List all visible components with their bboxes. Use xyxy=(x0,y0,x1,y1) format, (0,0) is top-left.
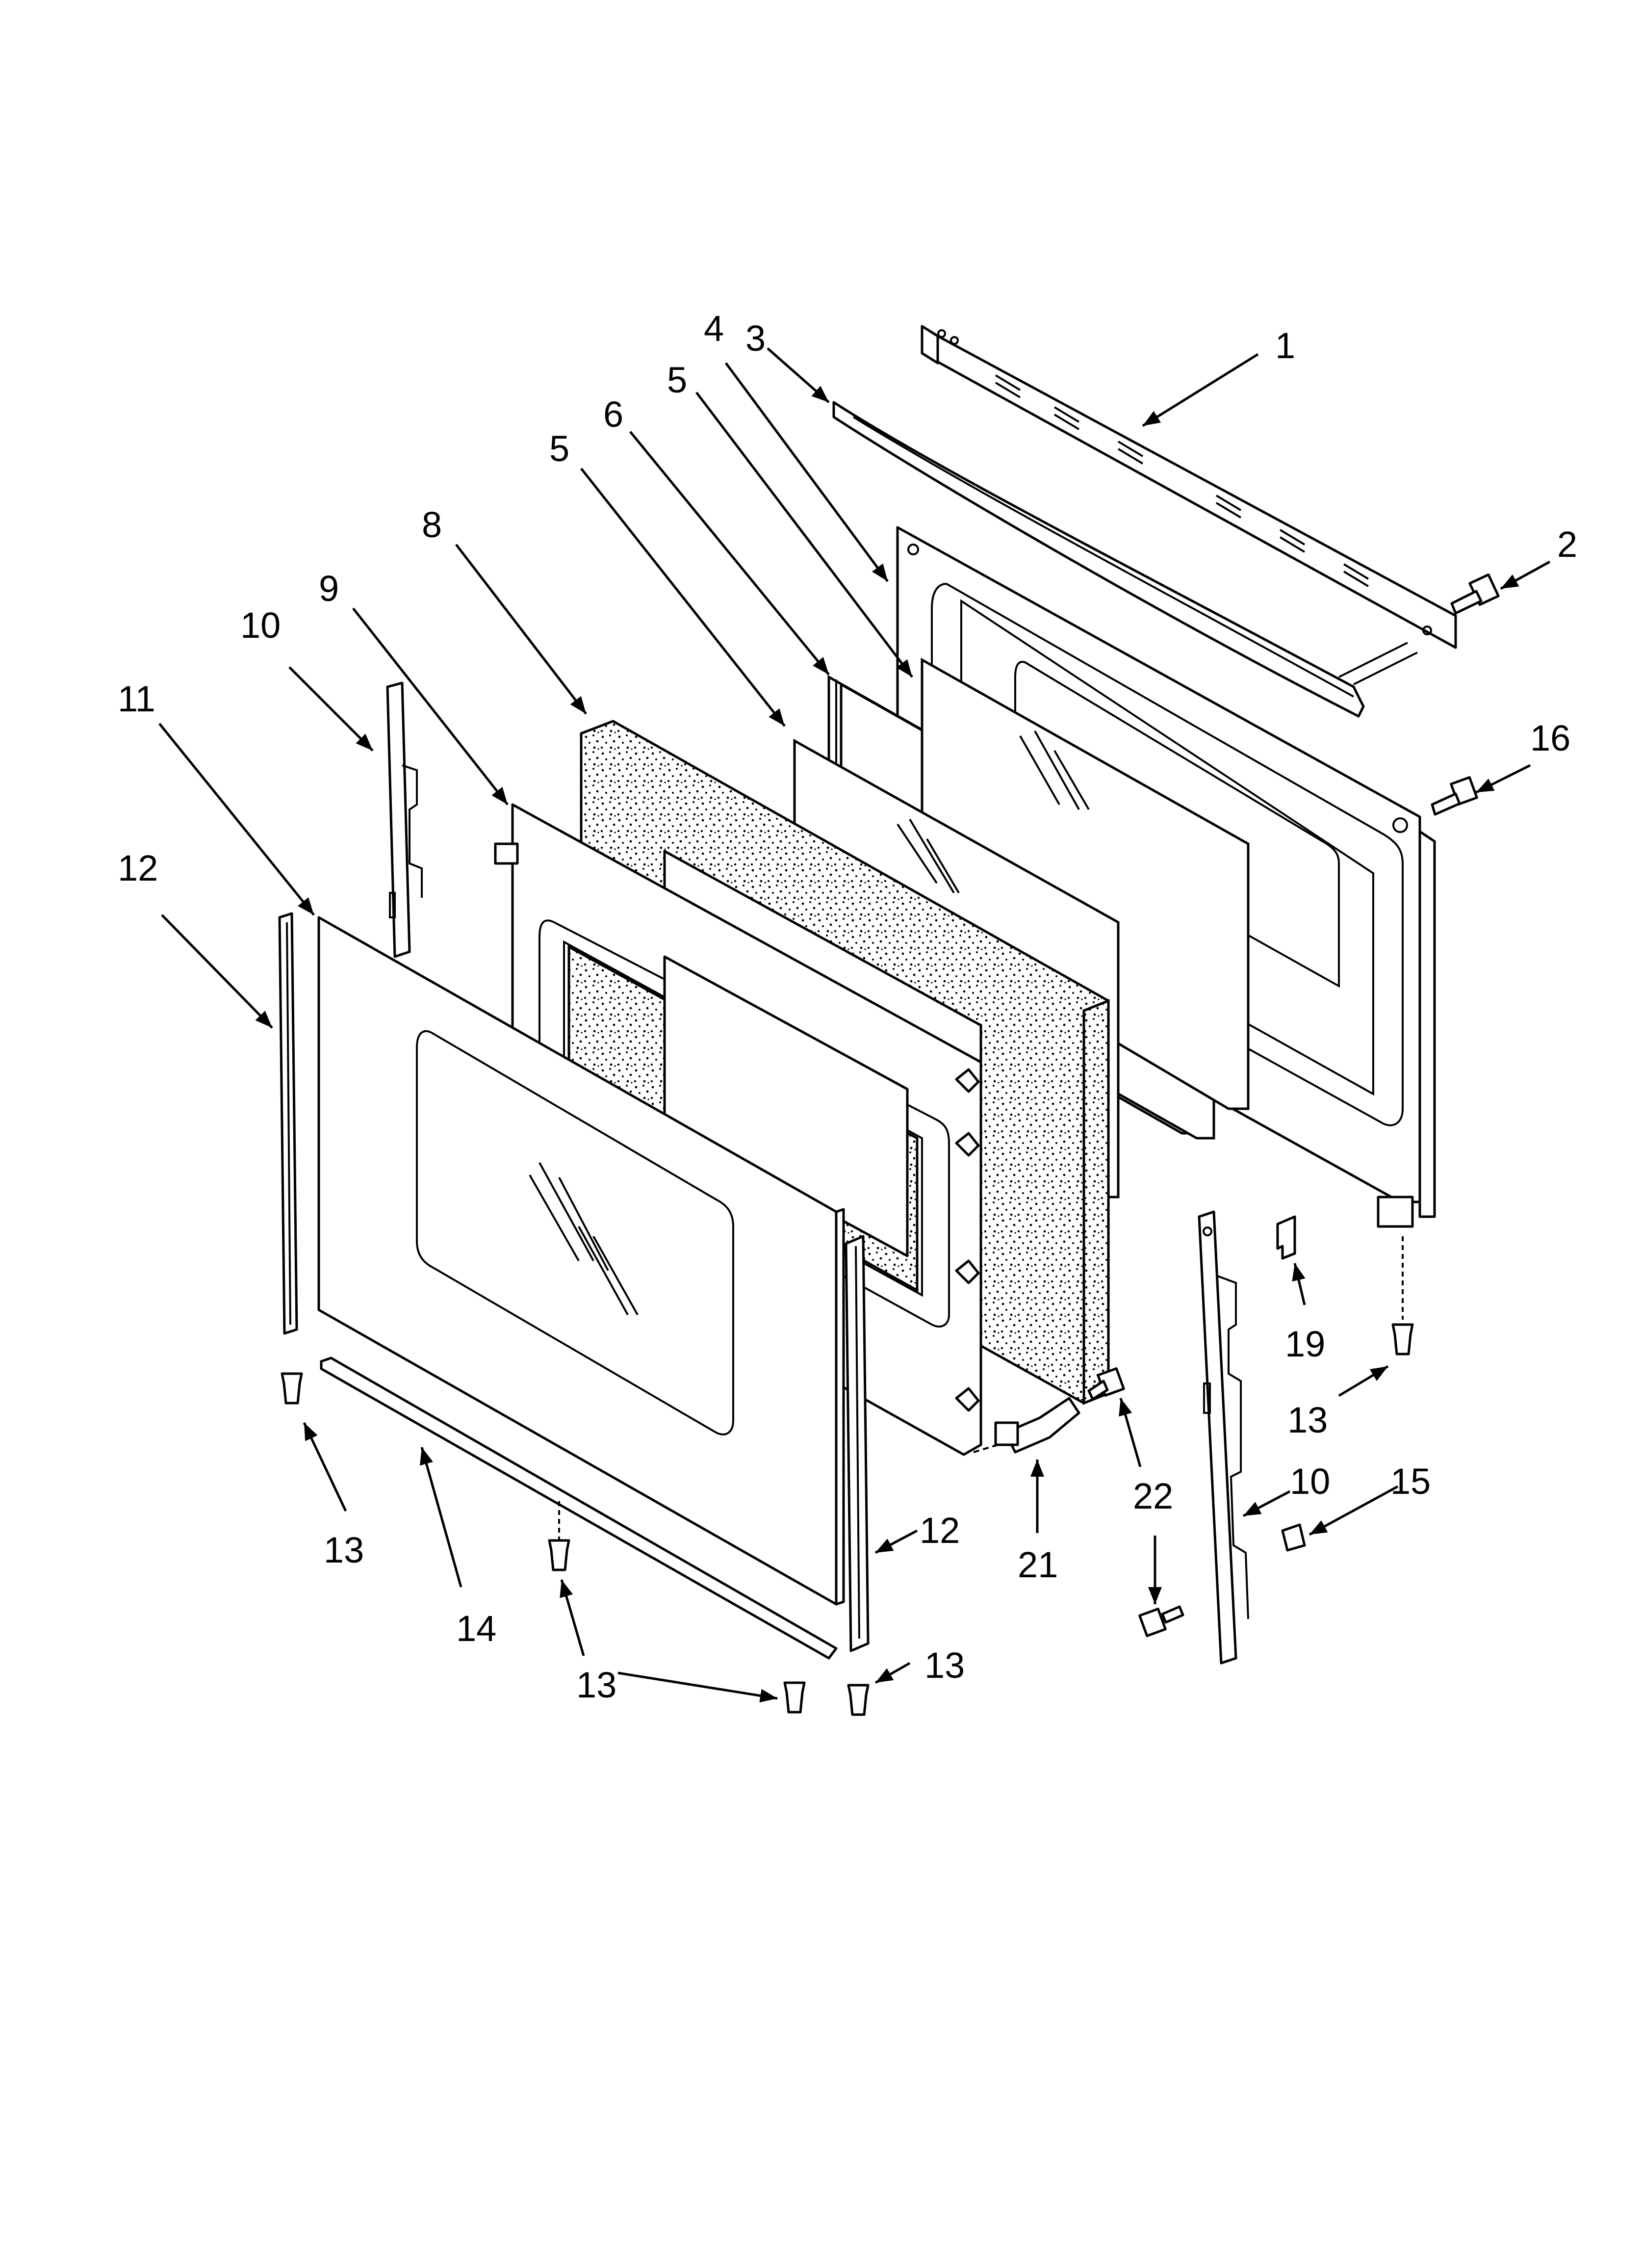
callout-12a: 12 xyxy=(118,848,158,888)
outer-door-part xyxy=(317,916,845,1606)
side-trim-right-part xyxy=(845,1235,870,1652)
callout-5a: 5 xyxy=(667,360,687,400)
callout-13a: 13 xyxy=(324,1530,364,1570)
callout-22: 22 xyxy=(1133,1476,1173,1516)
clip-19-part xyxy=(1276,1215,1296,1260)
callout-11: 11 xyxy=(118,678,155,719)
screw-22-part xyxy=(1087,1367,1184,1638)
callout-15: 15 xyxy=(1390,1461,1431,1502)
callout-13b: 13 xyxy=(576,1665,616,1705)
callout-2: 2 xyxy=(1557,524,1577,565)
door-handle-part xyxy=(832,401,1418,718)
side-trim-left-part xyxy=(278,912,298,1335)
bottom-trim-part xyxy=(320,1356,838,1660)
callout-10a: 10 xyxy=(240,605,281,646)
callout-5b: 5 xyxy=(549,428,569,469)
callout-4: 4 xyxy=(704,308,724,349)
callout-13d: 13 xyxy=(1287,1400,1328,1440)
callout-9: 9 xyxy=(319,568,339,609)
hinge-left-part xyxy=(386,681,423,958)
screw-16-part xyxy=(1431,776,1478,816)
screw-13-parts xyxy=(281,1236,1414,1716)
callout-12b: 12 xyxy=(920,1510,960,1551)
hinge-right-part xyxy=(1198,1210,1249,1665)
callout-21: 21 xyxy=(1018,1544,1058,1585)
screw-2-part xyxy=(1450,573,1500,615)
callout-8: 8 xyxy=(422,504,442,545)
leader-lines xyxy=(158,347,1551,1703)
callout-1: 1 xyxy=(1275,325,1295,366)
callout-10b: 10 xyxy=(1290,1461,1330,1502)
callout-6: 6 xyxy=(603,394,623,435)
callout-13c: 13 xyxy=(924,1645,965,1686)
vent-trim-part xyxy=(921,325,1457,649)
callout-3: 3 xyxy=(745,318,766,359)
clip-15-part xyxy=(1281,1523,1306,1552)
bracket-21-part xyxy=(973,1397,1080,1454)
callout-labels: 1 2 3 4 5 5 6 8 9 10 10 11 12 12 13 13 1… xyxy=(118,308,1577,1705)
callout-19: 19 xyxy=(1285,1324,1325,1364)
callout-14: 14 xyxy=(456,1608,496,1649)
callout-16: 16 xyxy=(1530,718,1570,758)
